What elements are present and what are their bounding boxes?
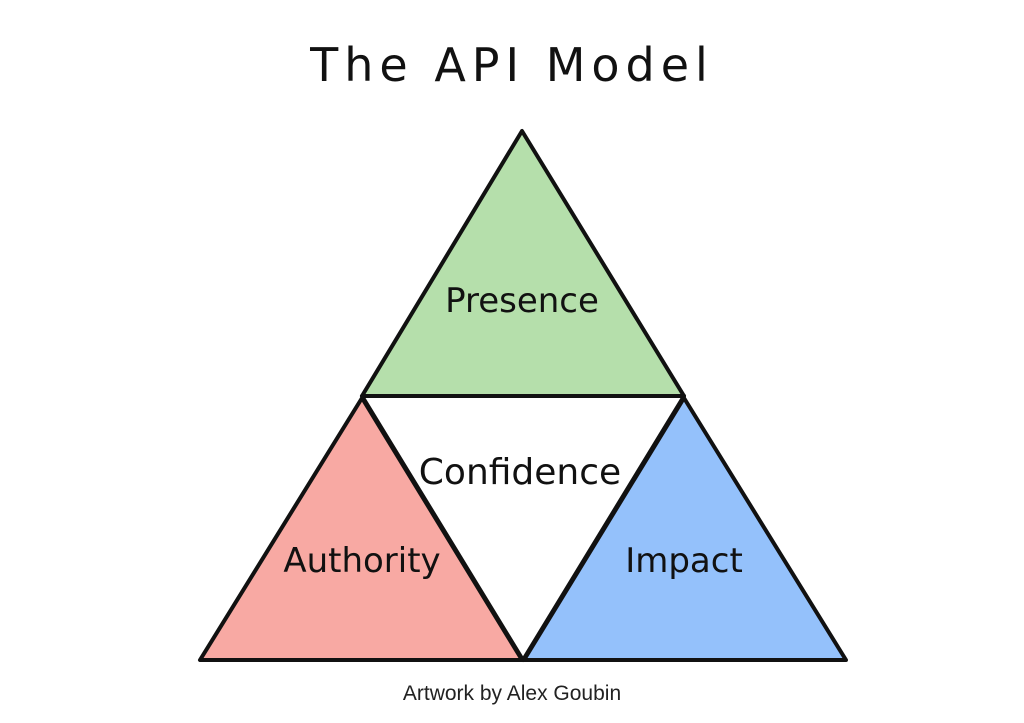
presence-triangle (360, 129, 686, 398)
authority-label: Authority (283, 541, 440, 581)
confidence-triangle (360, 394, 686, 662)
artwork-credit: Artwork by Alex Goubin (402, 682, 622, 705)
presence-label: Presence (445, 281, 599, 321)
diagram-title: The API Model (310, 38, 714, 92)
impact-label: Impact (625, 541, 743, 581)
confidence-label: Confidence (419, 452, 621, 493)
